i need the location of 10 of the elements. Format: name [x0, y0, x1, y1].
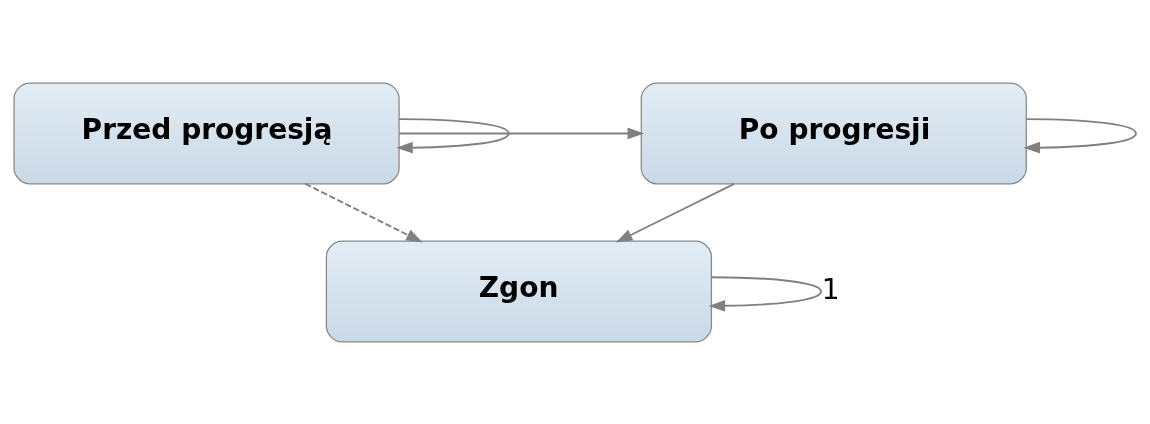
edge-label: 1	[821, 272, 840, 306]
arrow	[396, 117, 510, 153]
arrow	[1023, 117, 1137, 153]
node-box: Po progresji	[640, 81, 1027, 184]
arrow	[304, 182, 423, 242]
node-box: Zgon	[325, 240, 713, 343]
node-box: Przed progresją	[13, 81, 400, 184]
arrow	[708, 275, 822, 312]
arrow	[398, 127, 645, 139]
arrow	[615, 182, 736, 242]
